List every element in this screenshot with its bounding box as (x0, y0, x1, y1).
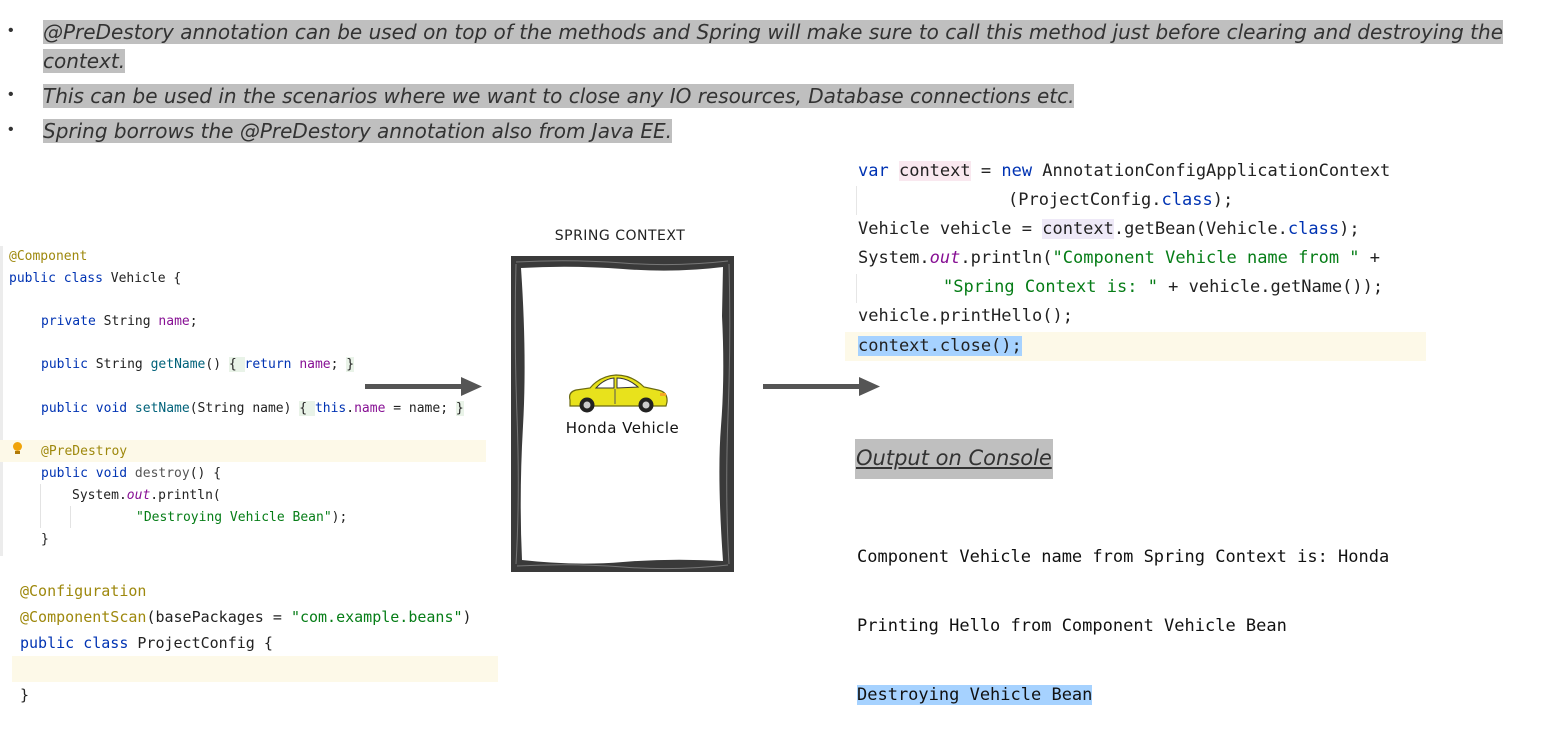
code-line: var context = new AnnotationConfigApplic… (858, 161, 1391, 181)
code-line: @Configuration (20, 582, 147, 600)
bullet-list: • @PreDestory annotation can be used on … (0, 18, 1541, 152)
code-line: (ProjectConfig.class); (1008, 190, 1234, 210)
code-line: Vehicle vehicle = context.getBean(Vehicl… (858, 219, 1360, 239)
console-output: Component Vehicle name from Spring Conte… (857, 503, 1389, 730)
car-icon (569, 374, 668, 413)
indent-guide (70, 506, 71, 528)
current-line-highlight (0, 440, 486, 462)
spring-context-title: SPRING CONTEXT (554, 228, 686, 244)
code-line: "Destroying Vehicle Bean"); (136, 510, 348, 525)
console-line: Destroying Vehicle Bean (857, 681, 1389, 710)
code-line: public void destroy() { (41, 466, 222, 481)
indent-guide (856, 274, 857, 303)
code-line: public class Vehicle { (9, 271, 182, 286)
code-line: @PreDestroy (41, 444, 128, 459)
bullet-text-2: This can be used in the scenarios where … (43, 84, 1075, 108)
vehicle-class-code: @Component public class Vehicle { privat… (0, 246, 490, 556)
main-code: var context = new AnnotationConfigApplic… (845, 157, 1445, 367)
bullet-text: @PreDestory annotation can be used on to… (43, 18, 1503, 76)
code-line: vehicle.printHello(); (858, 306, 1073, 326)
bullet-dot: • (8, 22, 14, 39)
car-label: Honda Vehicle (565, 419, 680, 437)
selected-console-text[interactable]: Destroying Vehicle Bean (857, 685, 1093, 705)
bullet-text: Spring borrows the @PreDestory annotatio… (43, 117, 1503, 146)
bullet-dot: • (8, 121, 14, 138)
code-line: context.close(); (858, 332, 1022, 361)
bullet-item: • This can be used in the scenarios wher… (0, 82, 1541, 111)
arrow-right-icon (365, 377, 482, 396)
bullet-item: • Spring borrows the @PreDestory annotat… (0, 117, 1541, 146)
bullet-item: • @PreDestory annotation can be used on … (0, 18, 1541, 76)
console-line: Printing Hello from Component Vehicle Be… (857, 616, 1287, 636)
bullet-text-3: Spring borrows the @PreDestory annotatio… (43, 119, 673, 143)
indent-guide (40, 484, 41, 528)
bulb-icon[interactable] (13, 442, 22, 454)
spring-context-frame (511, 256, 734, 572)
arrow-right-icon (763, 377, 880, 396)
bullet-text: This can be used in the scenarios where … (43, 82, 1503, 111)
selected-code[interactable]: context.close(); (858, 336, 1022, 356)
code-line: System.out.println("Component Vehicle na… (858, 248, 1381, 268)
editor-gutter (0, 246, 3, 556)
code-line: } (20, 686, 30, 704)
code-line: public void setName(String name) { this.… (41, 401, 464, 416)
code-line: "Spring Context is: " + vehicle.getName(… (943, 277, 1384, 297)
console-line: Component Vehicle name from Spring Conte… (857, 547, 1390, 567)
console-title: Output on Console (855, 439, 1053, 479)
current-line-highlight (12, 656, 498, 682)
bullet-text-1: @PreDestory annotation can be used on to… (43, 20, 1503, 73)
code-line: } (41, 532, 49, 547)
code-line: @ComponentScan(basePackages = "com.examp… (20, 608, 472, 626)
indent-guide (856, 186, 857, 215)
project-config-code: @Configuration @ComponentScan(basePackag… (0, 578, 500, 718)
bullet-dot: • (8, 86, 14, 103)
code-line: public class ProjectConfig { (20, 634, 273, 652)
code-line: public String getName() { return name; } (41, 357, 355, 372)
code-line: System.out.println( (72, 488, 221, 503)
code-line: private String name; (41, 314, 198, 329)
code-line: @Component (9, 249, 88, 264)
